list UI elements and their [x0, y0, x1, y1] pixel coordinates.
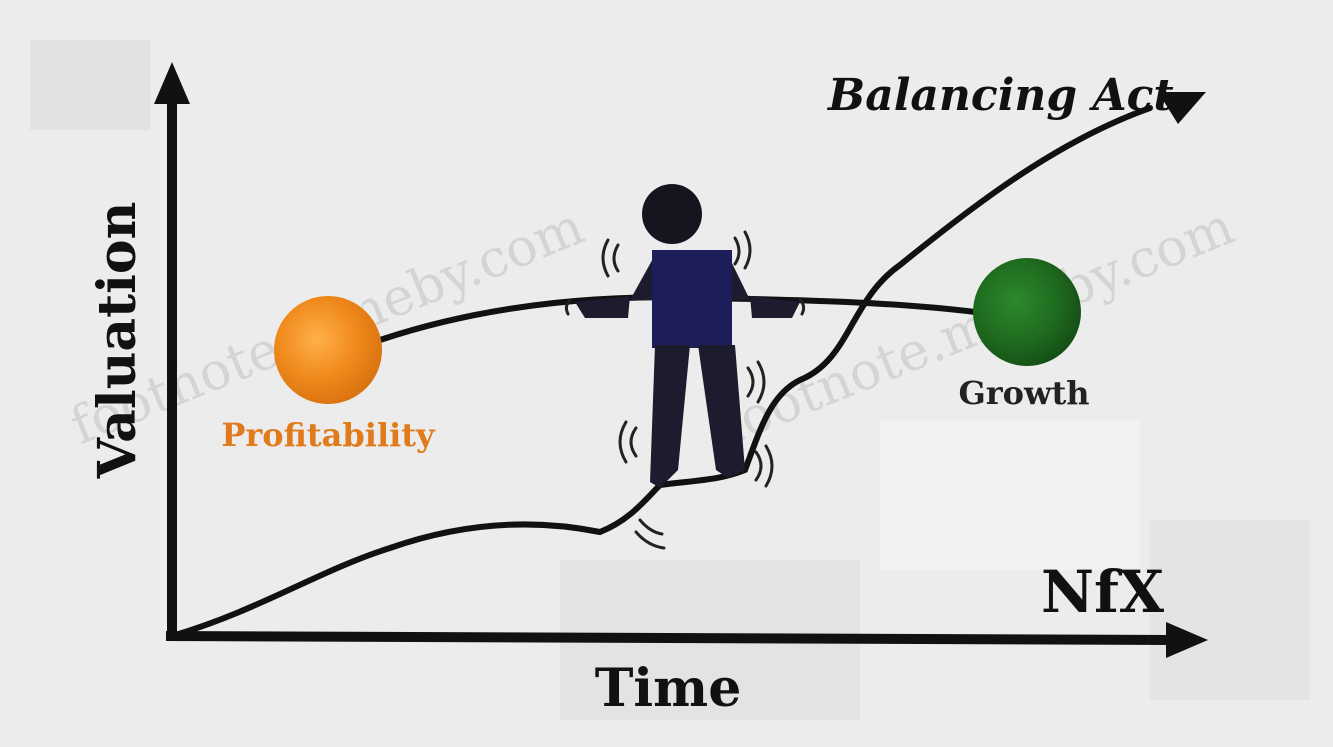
y-axis [154, 62, 190, 640]
y-axis-arrow-icon [154, 62, 190, 104]
x-axis-label: Time [595, 658, 742, 719]
balancing-person-icon [575, 184, 800, 488]
wobble-marks [564, 230, 806, 550]
profitability-label: Profitability [221, 416, 436, 454]
nfx-logo: NfX [1041, 558, 1164, 626]
title-balancing-act: Balancing Act [826, 70, 1174, 121]
y-axis-label: Valuation [87, 202, 148, 480]
x-axis [165, 622, 1208, 658]
valuation-curve [169, 105, 1153, 639]
curve-arrowhead-icon [1158, 92, 1206, 124]
growth-ball [973, 258, 1081, 366]
x-axis-arrow-icon [1166, 622, 1208, 658]
growth-label: Growth [958, 374, 1089, 412]
profitability-ball [274, 296, 382, 404]
